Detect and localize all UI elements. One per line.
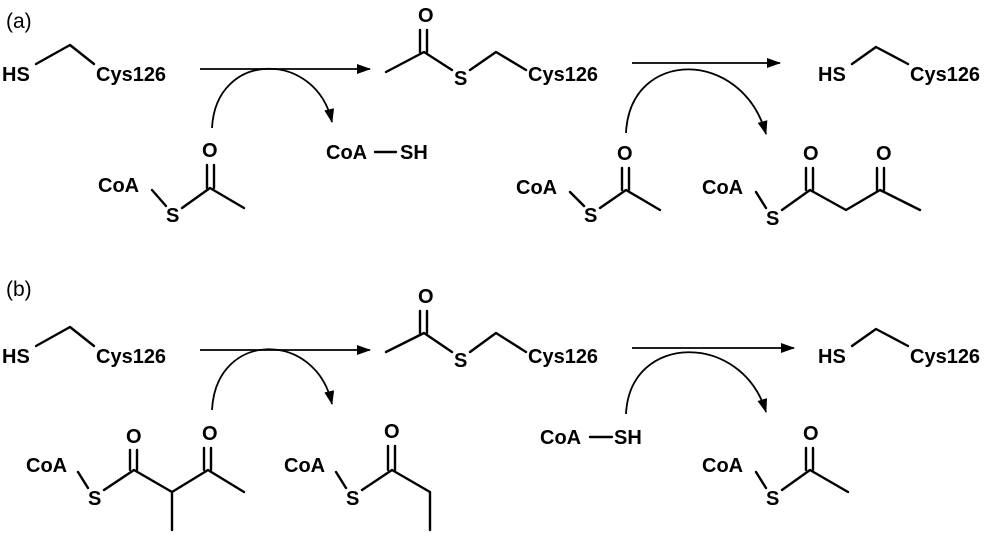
- thiol-sh-label: HS: [818, 64, 846, 86]
- curved-arrow: [211, 67, 335, 129]
- panel-a-enzyme-product: HS Cys126: [818, 45, 980, 86]
- ketone-o-label: O: [876, 143, 892, 165]
- coa-label: CoA: [98, 175, 139, 197]
- carbonyl-double-bond: [620, 166, 631, 192]
- coa-label: CoA: [326, 142, 367, 164]
- carbonyl-o-label: O: [418, 286, 434, 308]
- acetyl-skeleton: [150, 186, 246, 210]
- carbonyl-double-bond: [128, 448, 139, 472]
- carbonyl-o-label: O: [384, 421, 400, 443]
- carbonyl-double-bond: [205, 163, 216, 190]
- panel-a-acetyl-enzyme: O S Cys126: [384, 5, 598, 90]
- thioester-skeleton: [384, 331, 528, 354]
- cys126-label: Cys126: [910, 64, 980, 86]
- methylene-bond: [850, 327, 910, 348]
- panel-a-acetyl-coa-2: CoA S O: [516, 143, 662, 227]
- sulfur-label: S: [88, 488, 101, 510]
- cys126-label: Cys126: [528, 64, 598, 86]
- carbonyl-o-label: O: [803, 423, 819, 445]
- coa-label: CoA: [284, 455, 325, 477]
- carbonyl-double-bond: [418, 28, 429, 54]
- panel-a-label: (a): [6, 10, 32, 33]
- sulfur-label: S: [584, 205, 597, 227]
- cys126-label: Cys126: [910, 346, 980, 368]
- carbonyl-double-bond: [804, 446, 815, 472]
- sulfur-label: S: [766, 208, 779, 230]
- methylene-bond: [850, 45, 910, 66]
- panel-b-acetyl-coa-product: CoA S O: [702, 423, 850, 510]
- sulfur-label: S: [166, 205, 179, 227]
- methylene-bond: [34, 325, 96, 348]
- cys126-label: Cys126: [96, 346, 166, 368]
- cys126-label: Cys126: [528, 346, 598, 368]
- curved-arrow: [625, 68, 768, 135]
- coa-label: CoA: [702, 177, 743, 199]
- carbonyl-double-bond: [386, 444, 397, 472]
- methylene-bond: [34, 43, 96, 66]
- ketone-o-label: O: [202, 423, 218, 445]
- coa-label: CoA: [26, 455, 67, 477]
- sulfur-label: S: [346, 488, 359, 510]
- thiol-sh-label: HS: [818, 346, 846, 368]
- panel-b-coash: CoA SH: [540, 427, 642, 449]
- ketone-double-bond: [875, 166, 886, 192]
- coa-label: CoA: [540, 427, 581, 449]
- panel-b: (b) HS Cys126 CoA S O O CoA S O: [2, 278, 980, 532]
- panel-b-acetyl-enzyme: O S Cys126: [384, 286, 598, 372]
- carbonyl-o-label: O: [803, 143, 819, 165]
- acetyl-skeleton: [754, 468, 850, 494]
- panel-b-enzyme-product: HS Cys126: [818, 327, 980, 368]
- curved-arrow: [625, 351, 768, 415]
- carbonyl-o-label: O: [202, 140, 218, 162]
- acetyl-skeleton: [568, 188, 662, 212]
- panel-a-enzyme-thiol: HS Cys126: [2, 43, 166, 86]
- panel-a-coash: CoA SH: [326, 142, 428, 164]
- panel-a-acetoacetyl-coa: CoA S O O: [702, 143, 922, 230]
- sulfur-label: S: [454, 350, 467, 372]
- panel-a: (a) HS Cys126 CoA S O CoA SH O: [2, 5, 980, 230]
- carbonyl-o-label: O: [418, 5, 434, 27]
- panel-b-enzyme-thiol: HS Cys126: [2, 325, 166, 368]
- cys126-label: Cys126: [96, 64, 166, 86]
- panel-b-methylacetoacetyl-coa: CoA S O O: [26, 423, 246, 532]
- carbonyl-double-bond: [418, 309, 429, 335]
- carbonyl-o-label: O: [617, 143, 633, 165]
- methylacetoacetyl-skeleton: [76, 468, 246, 494]
- curved-arrow: [211, 348, 335, 411]
- thioester-skeleton: [384, 50, 528, 74]
- sh-label: SH: [614, 427, 642, 449]
- panel-a-acetyl-coa-1: CoA S O: [98, 140, 246, 227]
- acetoacetyl-skeleton: [754, 188, 922, 212]
- propionyl-skeleton: [334, 468, 432, 532]
- sulfur-label: S: [766, 488, 779, 510]
- sh-label: SH: [400, 142, 428, 164]
- carbonyl-double-bond: [804, 166, 815, 192]
- panel-b-label: (b): [6, 278, 32, 301]
- thiol-sh-label: HS: [2, 346, 30, 368]
- coa-label: CoA: [702, 455, 743, 477]
- coa-label: CoA: [516, 177, 557, 199]
- ketone-double-bond: [202, 446, 213, 472]
- panel-b-propionyl-coa: CoA S O: [284, 421, 432, 532]
- sulfur-label: S: [454, 68, 467, 90]
- thiol-sh-label: HS: [2, 64, 30, 86]
- carbonyl-o-label: O: [126, 426, 142, 448]
